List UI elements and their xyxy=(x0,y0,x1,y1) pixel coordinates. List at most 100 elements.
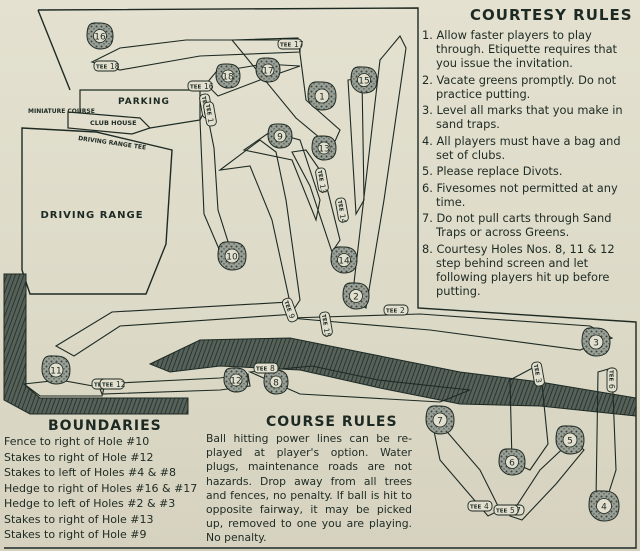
tee-label: TEE xyxy=(608,370,614,382)
tee-label: TEE xyxy=(496,509,508,515)
green-number: 9 xyxy=(277,133,283,143)
boundary-item: Hedge to left of Holes #2 & #3 xyxy=(4,497,176,510)
green-hole-16: 16 xyxy=(86,22,114,50)
green-hole-11: 11 xyxy=(41,355,71,385)
tee-label: TEE xyxy=(532,364,540,376)
green-number: 7 xyxy=(437,417,443,427)
green-hole-9: 9 xyxy=(267,123,293,149)
courtesy-rule-item: 6. Fivesomes not permitted at any time. xyxy=(422,180,618,209)
tee-number: 3 xyxy=(534,377,544,383)
green-number: 15 xyxy=(358,77,369,87)
tee-label: TEE xyxy=(320,314,328,326)
boundary-item: Hedge to right of Holes #16 & #17 xyxy=(4,481,198,495)
tee-number: 9 xyxy=(287,312,297,320)
tee-number: 7 xyxy=(516,506,521,515)
courtesy-rules-list: 1. Allow faster players to play through.… xyxy=(422,28,634,300)
green-number: 3 xyxy=(593,339,599,349)
green-number: 1 xyxy=(319,93,325,103)
green-hole-10: 10 xyxy=(217,241,247,271)
boundaries-title: BOUNDARIES xyxy=(48,418,162,434)
green-number: 11 xyxy=(50,367,61,377)
fairway-5 xyxy=(509,439,585,521)
tee-label: TEE xyxy=(256,367,268,373)
fairway-8 xyxy=(247,365,471,403)
tee-number: 13 xyxy=(318,183,329,194)
tee-number: 5 xyxy=(510,506,515,515)
property-boundary xyxy=(4,7,637,549)
boundary-item: Stakes to left of Holes #4 & #8 xyxy=(4,466,177,479)
tee-number: 14 xyxy=(338,213,349,224)
green-number: 6 xyxy=(509,459,515,469)
green-hole-8: 8 xyxy=(263,369,289,395)
tee-number: 18 xyxy=(110,62,120,71)
boundary-item: Stakes to right of Hole #13 xyxy=(4,512,154,526)
green-number: 4 xyxy=(601,503,607,513)
green-number: 8 xyxy=(273,379,279,389)
tee-label: TEE xyxy=(470,505,482,511)
tee-label: TEE xyxy=(336,200,344,212)
green-hole-7: 7 xyxy=(425,405,455,435)
fairway-12 xyxy=(97,373,251,395)
courtesy-rule-item: 8. Courtesy Holes Nos. 8, 11 & 12 step b… xyxy=(422,241,615,298)
green-number: 2 xyxy=(353,293,359,303)
courtesy-rule-item: 4. All players must have a bag and set o… xyxy=(422,133,621,162)
clubhouse-label: CLUB HOUSE xyxy=(90,119,137,127)
green-number: 16 xyxy=(94,33,106,43)
green-hole-2: 2 xyxy=(342,282,370,310)
green-hole-6: 6 xyxy=(498,448,526,476)
tee-number: 6 xyxy=(607,384,616,389)
tee-label: TEE xyxy=(280,43,292,49)
green-number: 5 xyxy=(567,437,573,447)
tee-label: TEE xyxy=(96,65,108,71)
courtesy-rule-item: 2. Vacate greens promptly. Do not practi… xyxy=(422,72,617,101)
green-hole-5: 5 xyxy=(555,425,585,455)
green-number: 10 xyxy=(226,253,238,263)
courtesy-rule-item: 7. Do not pull carts through Sand Traps … xyxy=(422,211,612,239)
tee-number: 8 xyxy=(270,364,275,373)
green-number: 13 xyxy=(318,145,329,155)
courtesy-rule-item: 1. Allow faster players to play through.… xyxy=(422,28,618,70)
fairway-14 xyxy=(291,149,341,254)
fairway-15 xyxy=(347,77,365,216)
tee-number: 15 xyxy=(322,327,333,338)
driving-range-tee-label: DRIVING RANGE TEE xyxy=(78,135,147,151)
green-hole-18: 18 xyxy=(215,63,241,89)
course-rules-title: COURSE RULES xyxy=(266,414,398,430)
green-number: 14 xyxy=(338,257,350,267)
clubhouse xyxy=(67,111,152,135)
fairway-1 xyxy=(230,37,341,149)
tee-label: TEE xyxy=(102,383,114,389)
tee-number: 4 xyxy=(484,502,489,511)
green-hole-14: 14 xyxy=(330,246,358,274)
green-number: 18 xyxy=(222,73,234,83)
fairway-10 xyxy=(199,106,231,257)
green-hole-3: 3 xyxy=(581,327,611,357)
course-rules-text: Ball hitting power lines can be re-playe… xyxy=(206,432,412,545)
tee-number: 1 xyxy=(206,117,216,123)
fairway-9 xyxy=(217,139,301,314)
tee-label: TEE xyxy=(190,85,202,91)
miniature-course-label: MINIATURE COURSE xyxy=(28,108,95,115)
green-hole-1: 1 xyxy=(307,81,337,111)
tee-label: TEE xyxy=(200,96,208,108)
boundary-item: Stakes to right of Hole #12 xyxy=(4,450,154,464)
boundary-item: Stakes to right of Hole #9 xyxy=(4,528,147,541)
tee-number: 12 xyxy=(116,380,126,389)
tee-label: TEE xyxy=(386,309,398,315)
fairway-3 xyxy=(289,313,614,351)
